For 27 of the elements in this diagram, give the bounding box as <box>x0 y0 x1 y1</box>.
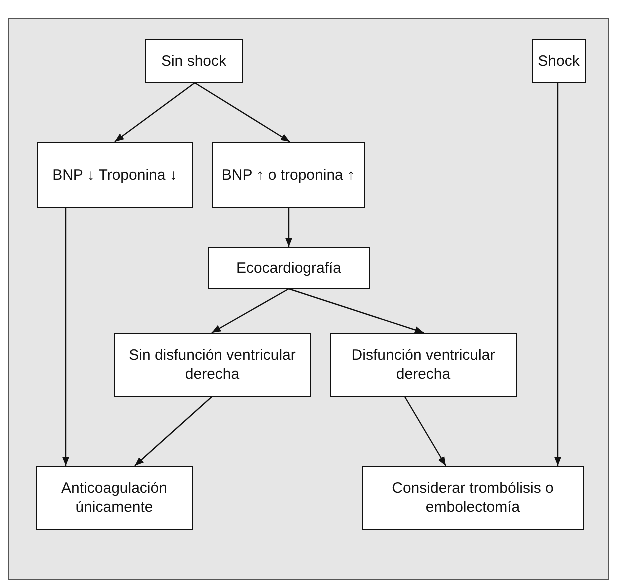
box-label: BNP ↑ o troponina ↑ <box>222 166 356 184</box>
box-label: Sin shock <box>161 52 227 70</box>
arrow <box>288 288 424 334</box>
process-box <box>330 333 517 397</box>
arrow <box>404 396 447 466</box>
process-box <box>114 333 311 397</box>
arrow <box>285 208 293 247</box>
box-label: Anticoagulación únicamente <box>60 479 168 517</box>
box-label: Ecocardiografía <box>236 258 342 278</box>
process-box <box>362 466 584 530</box>
process-box <box>208 247 370 289</box>
process-box <box>532 39 586 83</box>
box-label: BNP ↓ Troponina ↓ <box>52 166 178 184</box>
process-box <box>36 466 193 530</box>
arrow <box>134 396 212 466</box>
box-label: Sin disfunción ventricular derecha <box>128 346 297 384</box>
arrow <box>114 82 196 142</box>
box-label: Disfunción ventricular derecha <box>350 346 496 384</box>
arrow <box>194 82 290 142</box>
arrow <box>554 83 562 466</box>
arrow <box>212 288 290 334</box>
box-label: Shock <box>538 52 580 70</box>
process-box <box>212 142 365 208</box>
arrow <box>62 208 70 466</box>
process-box <box>37 142 193 208</box>
process-box <box>145 39 243 83</box>
box-label: Considerar trombólisis o embolectomía <box>391 479 555 517</box>
